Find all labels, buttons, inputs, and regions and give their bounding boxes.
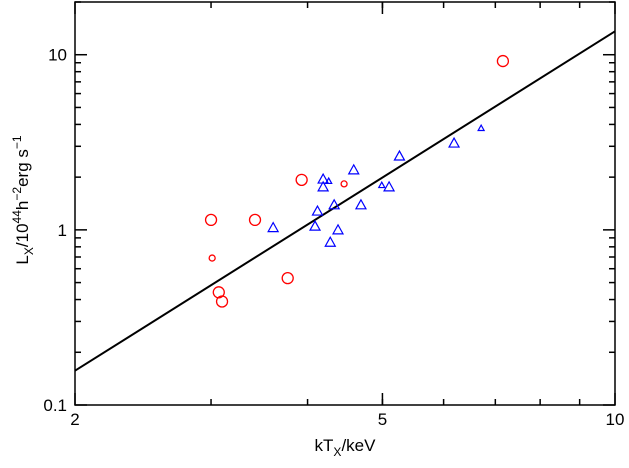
y-tick-label: 1 [58, 221, 67, 240]
fit-line [74, 30, 616, 372]
circle-point [496, 54, 510, 68]
triangle-point [317, 180, 330, 192]
x-tick-label: 10 [606, 410, 625, 429]
circle-point [208, 254, 216, 262]
tick-labels: 2 5 10 0.1 1 10 [43, 46, 624, 429]
triangle-point [309, 219, 322, 231]
x-tick-label: 5 [378, 410, 387, 429]
circle-point [281, 272, 294, 285]
x-axis-label: kTX/keV [315, 436, 377, 459]
plot-frame [74, 1, 616, 406]
circle-point [215, 295, 229, 308]
triangle-point [354, 198, 367, 210]
y-axis-label: LX/1044h−2erg s−1 [10, 135, 36, 264]
triangle-point [448, 136, 461, 148]
triangle-point [383, 180, 396, 192]
circle-point [204, 213, 218, 227]
fit-line-group [74, 30, 616, 372]
triangle-point [311, 204, 324, 216]
triangle-point [331, 223, 345, 235]
axis-ticks [74, 1, 616, 406]
triangle-point [377, 180, 386, 189]
triangle-point [393, 149, 406, 161]
circle-point [340, 180, 348, 188]
x-tick-label: 2 [70, 410, 79, 429]
triangle-point [328, 198, 341, 210]
triangle-point [324, 235, 337, 247]
triangle-point [477, 123, 486, 132]
y-tick-label: 0.1 [43, 396, 67, 415]
circle-point [248, 213, 262, 227]
data-points [204, 54, 510, 308]
triangle-point [347, 163, 360, 175]
triangle-point [267, 221, 280, 233]
y-tick-label: 10 [48, 46, 67, 65]
triangle-point [324, 176, 333, 185]
circle-point [295, 173, 308, 186]
